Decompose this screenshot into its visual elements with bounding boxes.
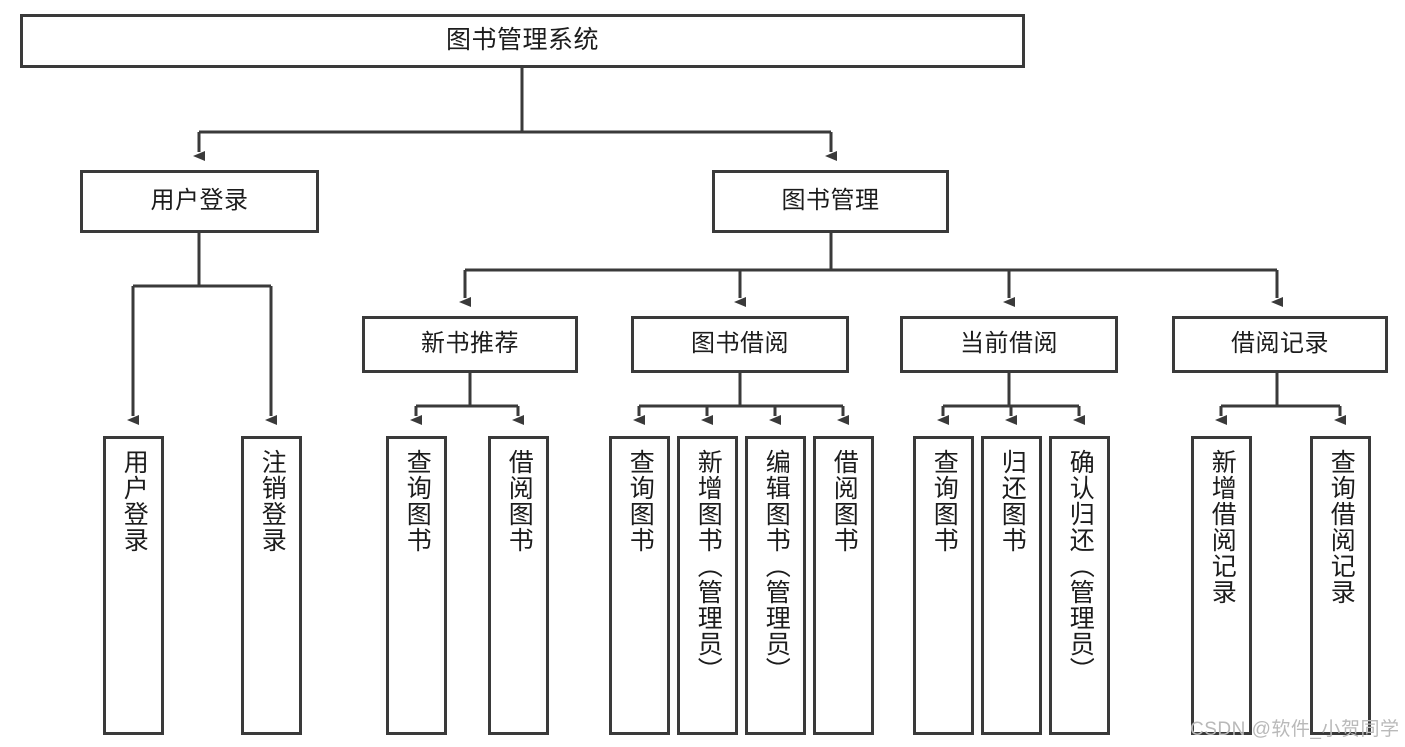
leaf-book-borrow-child-1-label: 查询图书 [626,449,655,553]
leaf-current-borrow-child-2[interactable]: 归还图书 [981,436,1042,735]
node-borrow-record-label: 借阅记录 [1231,330,1329,358]
leaf-user-login-child-1[interactable]: 用户登录 [103,436,164,735]
leaf-current-borrow-child-1-label: 查询图书 [930,449,959,553]
node-user-login[interactable]: 用户登录 [80,170,319,233]
leaf-new-book-child-1[interactable]: 查询图书 [386,436,447,735]
node-new-book-recommend-label: 新书推荐 [421,330,519,358]
leaf-new-book-child-1-label: 查询图书 [403,449,432,553]
node-current-borrow[interactable]: 当前借阅 [900,316,1118,373]
node-book-manage-label: 图书管理 [781,187,880,215]
csdn-watermark: CSDN @软件_小贺同学 [1190,719,1400,740]
leaf-new-book-child-2-label: 借阅图书 [505,449,534,553]
node-book-borrow-label: 图书借阅 [691,330,789,358]
leaf-current-borrow-child-3-label: 确认归还（管理员） [1066,449,1095,683]
node-book-borrow[interactable]: 图书借阅 [631,316,849,373]
leaf-borrow-record-child-2-label: 查询借阅记录 [1327,449,1356,605]
node-root-system[interactable]: 图书管理系统 [20,14,1025,68]
node-user-login-label: 用户登录 [150,187,249,215]
leaf-book-borrow-child-3[interactable]: 编辑图书（管理员） [745,436,806,735]
node-root-system-label: 图书管理系统 [445,26,599,55]
node-new-book-recommend[interactable]: 新书推荐 [362,316,578,373]
leaf-book-borrow-child-3-label: 编辑图书（管理员） [762,449,791,683]
leaf-current-borrow-child-1[interactable]: 查询图书 [913,436,974,735]
leaf-user-login-child-1-label: 用户登录 [120,449,149,553]
leaf-book-borrow-child-4-label: 借阅图书 [830,449,859,553]
leaf-borrow-record-child-2[interactable]: 查询借阅记录 [1310,436,1371,735]
leaf-borrow-record-child-1[interactable]: 新增借阅记录 [1191,436,1252,735]
leaf-borrow-record-child-1-label: 新增借阅记录 [1208,449,1237,605]
leaf-book-borrow-child-2-label: 新增图书（管理员） [694,449,723,683]
leaf-new-book-child-2[interactable]: 借阅图书 [488,436,549,735]
node-current-borrow-label: 当前借阅 [960,330,1058,358]
leaf-book-borrow-child-2[interactable]: 新增图书（管理员） [677,436,738,735]
node-book-manage[interactable]: 图书管理 [712,170,949,233]
leaf-current-borrow-child-2-label: 归还图书 [998,449,1027,553]
leaf-current-borrow-child-3[interactable]: 确认归还（管理员） [1049,436,1110,735]
node-borrow-record[interactable]: 借阅记录 [1172,316,1388,373]
leaf-user-login-child-2[interactable]: 注销登录 [241,436,302,735]
leaf-book-borrow-child-1[interactable]: 查询图书 [609,436,670,735]
leaf-book-borrow-child-4[interactable]: 借阅图书 [813,436,874,735]
leaf-user-login-child-2-label: 注销登录 [258,449,287,553]
